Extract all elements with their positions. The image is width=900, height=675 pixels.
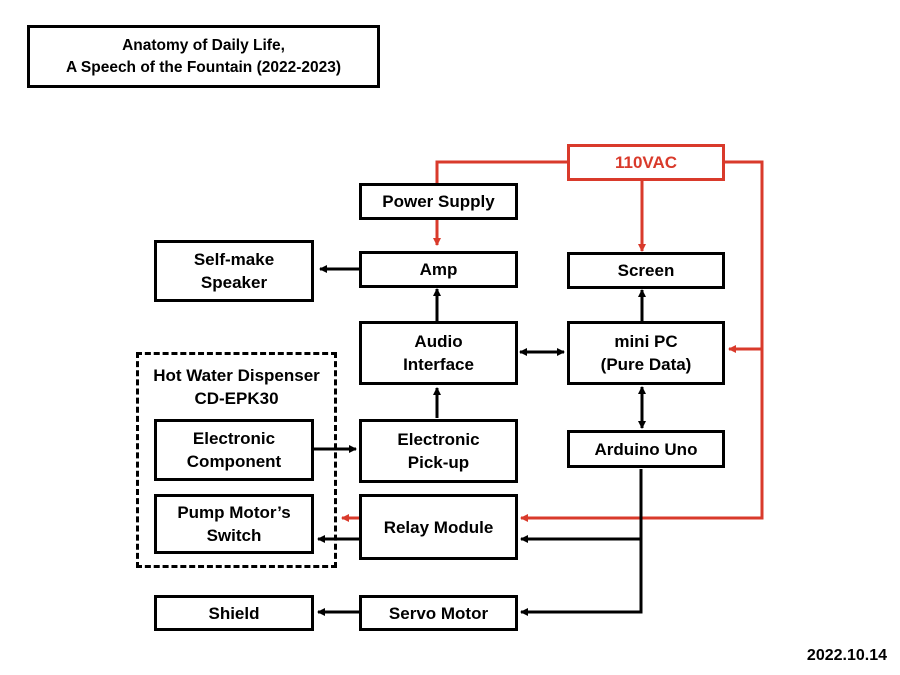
diagram-title: Anatomy of Daily Life, A Speech of the F… — [27, 25, 380, 88]
node-relay-module: Relay Module — [359, 494, 518, 560]
power-line-to-minipc — [725, 160, 764, 353]
title-line-2: A Speech of the Fountain (2022-2023) — [65, 58, 342, 76]
power-line-to-relay — [520, 349, 764, 522]
hot-water-dispenser-group — [136, 352, 337, 568]
node-shield: Shield — [154, 595, 314, 631]
node-electronic-pickup: Electronic Pick-up — [359, 419, 518, 483]
node-arduino-uno: Arduino Uno — [567, 430, 725, 468]
title-line-1: Anatomy of Daily Life, — [122, 36, 285, 54]
node-electronic-component: Electronic Component — [154, 419, 314, 481]
node-audio-interface: Audio Interface — [359, 321, 518, 385]
diagram-date: 2022.10.14 — [806, 647, 887, 664]
node-servo-motor: Servo Motor — [359, 595, 518, 631]
node-amp: Amp — [359, 251, 518, 288]
wire-arduino-to-servo — [520, 539, 643, 616]
wire-arduino-to-relay — [520, 469, 643, 543]
node-110vac: 110VAC — [567, 144, 725, 181]
node-power-supply: Power Supply — [359, 183, 518, 220]
node-self-make-speaker: Self-make Speaker — [154, 240, 314, 302]
node-mini-pc: mini PC (Pure Data) — [567, 321, 725, 385]
node-screen: Screen — [567, 252, 725, 289]
hot-water-dispenser-label: Hot Water Dispenser CD-EPK30 — [153, 366, 320, 408]
node-pump-motor-switch: Pump Motor’s Switch — [154, 494, 314, 554]
